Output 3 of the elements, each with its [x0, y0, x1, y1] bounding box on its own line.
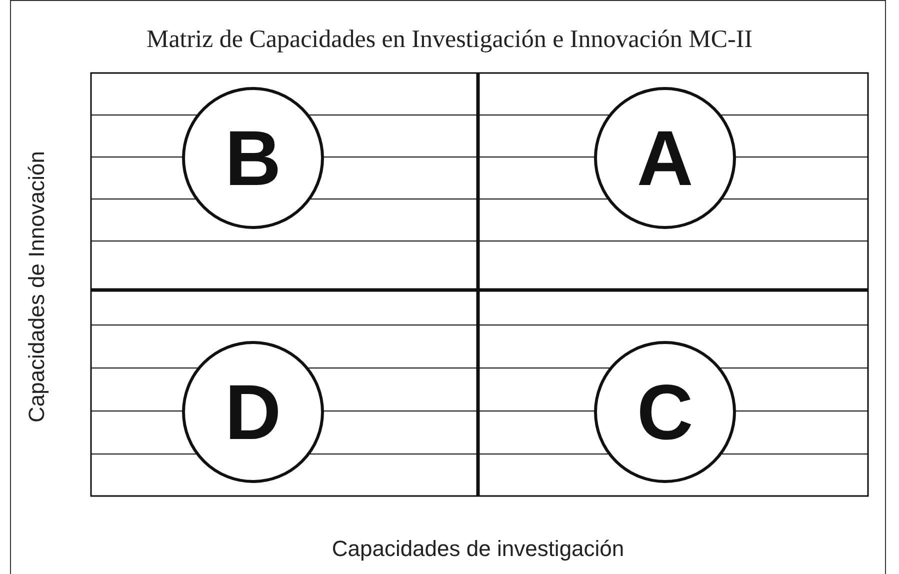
- chart-title: Matriz de Capacidades en Investigación e Innovación MC-II: [145, 26, 754, 54]
- axis-label: Capacidades de Innovación: [24, 151, 50, 423]
- axis-label: Capacidades de investigación: [330, 536, 626, 562]
